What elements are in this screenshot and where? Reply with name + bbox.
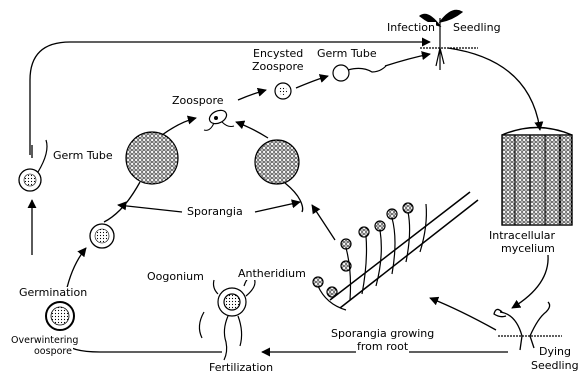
label-sporangia-growing-1: Sporangia growing: [330, 328, 435, 340]
sporangium-right-illustration: [255, 140, 303, 212]
dying-seedling-illustration: [494, 302, 562, 350]
label-seedling: Seedling: [452, 22, 502, 34]
encysted-zoospore-illustration: [275, 83, 291, 99]
label-dying-1: Dying: [538, 346, 572, 358]
arrow-germtube-to-infection: [385, 54, 430, 66]
label-antheridium: Antheridium: [237, 268, 307, 280]
arrow-dying-to-sporangia-root: [430, 298, 496, 330]
arrow-zoospore-to-encysted: [238, 90, 266, 100]
label-encysted-zoospore-1: Encysted: [252, 48, 304, 60]
label-overwintering-2: oospore: [33, 346, 73, 357]
arrow-seedling-to-mycelium: [448, 48, 540, 130]
label-dying-2: Seedling: [530, 360, 580, 372]
label-sporangia: Sporangia: [186, 206, 244, 218]
arrow-fertilization-to-oospore: [64, 342, 222, 352]
label-infection: Infection: [386, 22, 436, 34]
label-encysted-zoospore-2: Zoospore: [251, 61, 305, 73]
arrow-encysted-to-germtube: [296, 76, 328, 88]
intracellular-mycelium-illustration: [502, 128, 572, 226]
germinating-oospore-illustration: [90, 224, 114, 248]
overwintering-oospore-illustration: [46, 302, 74, 330]
label-overwintering-1: Overwintering: [10, 335, 79, 346]
arrow-root-to-sporangia: [312, 205, 335, 240]
label-intracellular-1: Intracellular: [488, 230, 556, 242]
fertilization-illustration: [199, 277, 255, 360]
label-zoospore: Zoospore: [171, 95, 225, 107]
label-germ-tube-top: Germ Tube: [316, 48, 378, 60]
arrow-mycelium-to-dying: [512, 255, 548, 308]
root-sporangia-illustration: [313, 192, 478, 310]
germ-tube-left-illustration: [19, 140, 47, 191]
germ-tube-top-illustration: [333, 65, 386, 81]
seedling-illustration: [420, 10, 478, 70]
sporangium-left-illustration: [104, 132, 178, 222]
arrow-sporangium-right-to-zoospore: [236, 122, 268, 138]
label-fertilization: Fertilization: [208, 362, 274, 374]
arrow-sporangia-right: [255, 202, 300, 212]
arrow-sporangium-to-zoospore: [162, 118, 196, 135]
label-germination: Germination: [18, 287, 88, 299]
zoospore-illustration: [204, 108, 234, 131]
arrow-sporangia-left: [118, 205, 182, 212]
label-germ-tube-left: Germ Tube: [52, 150, 114, 162]
label-intracellular-2: mycelium: [500, 243, 556, 255]
label-sporangia-growing-2: from root: [356, 341, 409, 353]
label-oogonium: Oogonium: [146, 271, 205, 283]
